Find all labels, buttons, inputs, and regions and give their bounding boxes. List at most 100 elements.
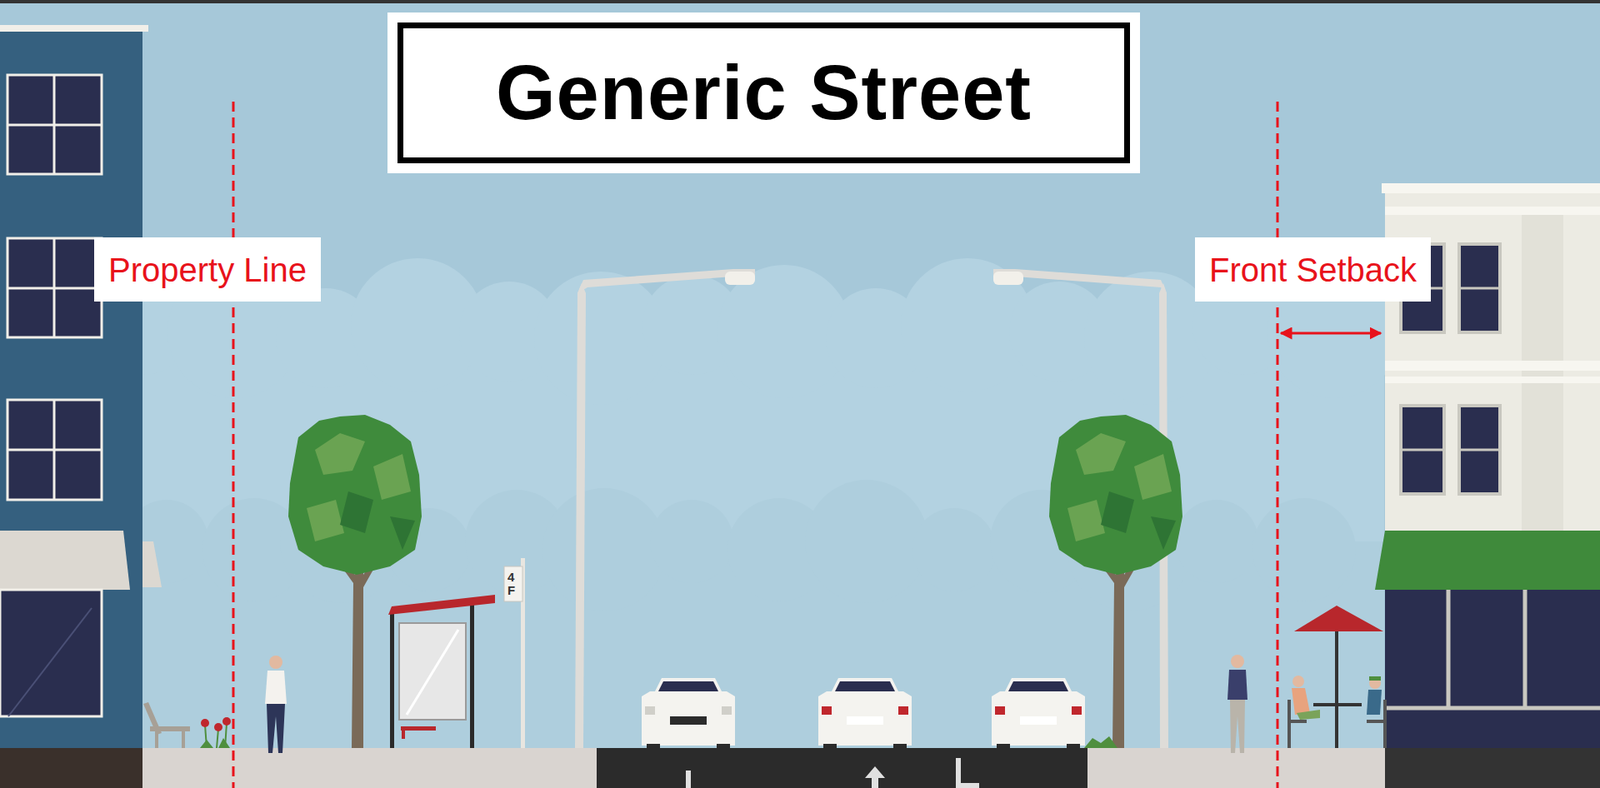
car-part: [655, 678, 722, 692]
cafe-seating-part: [1291, 688, 1310, 715]
right-building-part-part: [1459, 449, 1500, 452]
car-part: [818, 691, 912, 746]
pedestrian-part: [266, 704, 285, 754]
bench-part: [155, 731, 159, 749]
right-building-part-part: [1400, 449, 1445, 452]
right-building-part: [1385, 748, 1600, 788]
car-part: [1020, 716, 1057, 725]
car-part: [1008, 681, 1069, 692]
bus-shelter-part: [406, 630, 459, 715]
car-part: [716, 744, 730, 758]
car-part: [641, 691, 735, 746]
right-sidewalk: [1087, 748, 1385, 788]
car-part: [670, 716, 707, 725]
car-part: [1071, 706, 1082, 715]
right-building-part-part: [1446, 590, 1451, 709]
car-part: [893, 744, 907, 758]
car-part: [645, 706, 655, 715]
left-sidewalk: [142, 748, 597, 788]
pedestrian: [1227, 655, 1248, 754]
bus-shelter-part: [401, 730, 405, 740]
street-title: Generic Street: [495, 49, 1032, 137]
cafe-seating: [1287, 605, 1387, 749]
lane-markings-part: [955, 758, 980, 788]
clouds: [92, 258, 1401, 759]
setback-dimension: [1280, 332, 1381, 335]
street-trees-part-part: [1084, 736, 1118, 749]
cafe-seating-part: [1383, 700, 1387, 749]
pedestrian-part: [1230, 655, 1245, 669]
left-building-part: [0, 590, 102, 717]
car-part: [646, 744, 660, 758]
car-part: [823, 744, 837, 758]
top-border: [0, 0, 1600, 4]
street-lamps-part: [577, 269, 755, 294]
left-building-part-part: [7, 287, 102, 290]
left-building-part: [7, 75, 102, 500]
cloud: [650, 500, 734, 584]
flowers-part: [200, 738, 230, 749]
left-building-part: [0, 25, 149, 32]
car-part: [821, 706, 832, 715]
cars: [641, 678, 1085, 758]
street-trees-part-part: [1100, 491, 1176, 550]
left-building-part-part: [7, 124, 102, 127]
bus-shelter-part: [388, 595, 495, 615]
pedestrian-part: [265, 670, 287, 705]
bench-part: [181, 731, 185, 749]
car-part: [991, 691, 1085, 746]
cafe-seating-part: [1296, 710, 1320, 720]
flowers-part: [216, 729, 219, 749]
car-part: [1005, 678, 1072, 692]
left-building-part: [142, 541, 162, 588]
right-building-part-part: [1459, 244, 1500, 333]
flowers-part: [222, 717, 231, 726]
cafe-seating-part: [1369, 677, 1381, 690]
right-building-part: [1385, 376, 1600, 384]
street-trees-part-part: [340, 491, 415, 550]
cafe-seating-part: [1366, 690, 1382, 715]
flowers: [200, 717, 231, 749]
flowers-part: [214, 723, 223, 732]
front-setback-label: Front Setback: [1209, 250, 1417, 290]
car-part: [995, 706, 1005, 715]
pedestrian-part: [1227, 670, 1248, 700]
street-lamps-part: [993, 269, 1167, 294]
bus-shelter: [388, 595, 495, 749]
left-building-part: [7, 75, 102, 500]
left-building-part: [0, 530, 130, 590]
street-trees-part-part: [1049, 415, 1183, 575]
property-line-label: Property Line: [108, 250, 307, 290]
cafe-seating-part: [1287, 700, 1291, 749]
left-building-part: [0, 31, 143, 749]
right-building-part-part: [1523, 590, 1528, 709]
left-building-part: [8, 608, 92, 717]
right-building-part: [1385, 590, 1600, 749]
pedestrian: [265, 655, 287, 754]
street-trees: [288, 415, 1183, 749]
cafe-seating-part: [1290, 720, 1307, 724]
car-part: [835, 681, 895, 692]
car-part: [846, 716, 884, 725]
bus-shelter-part: [400, 726, 436, 731]
car-part: [721, 706, 732, 715]
title-frame: Generic Street: [397, 22, 1130, 164]
left-building-part-part: [7, 449, 102, 452]
right-building-part: [1385, 360, 1600, 371]
cloud: [542, 488, 666, 612]
left-building-part-part: [7, 75, 102, 175]
cafe-seating-part: [1369, 676, 1381, 681]
car-part: [996, 744, 1010, 758]
left-building-part-part: [7, 238, 102, 338]
cafe-seating-part: [1313, 703, 1362, 707]
right-building-part: [1381, 183, 1600, 194]
car: [641, 678, 735, 758]
cloud: [1252, 498, 1356, 602]
bench-part: [150, 726, 190, 732]
right-building-part: [1385, 590, 1600, 709]
bus-stop-sign-part: [504, 566, 523, 602]
right-building-part: [1375, 530, 1600, 590]
lane-markings-part: [865, 766, 885, 788]
